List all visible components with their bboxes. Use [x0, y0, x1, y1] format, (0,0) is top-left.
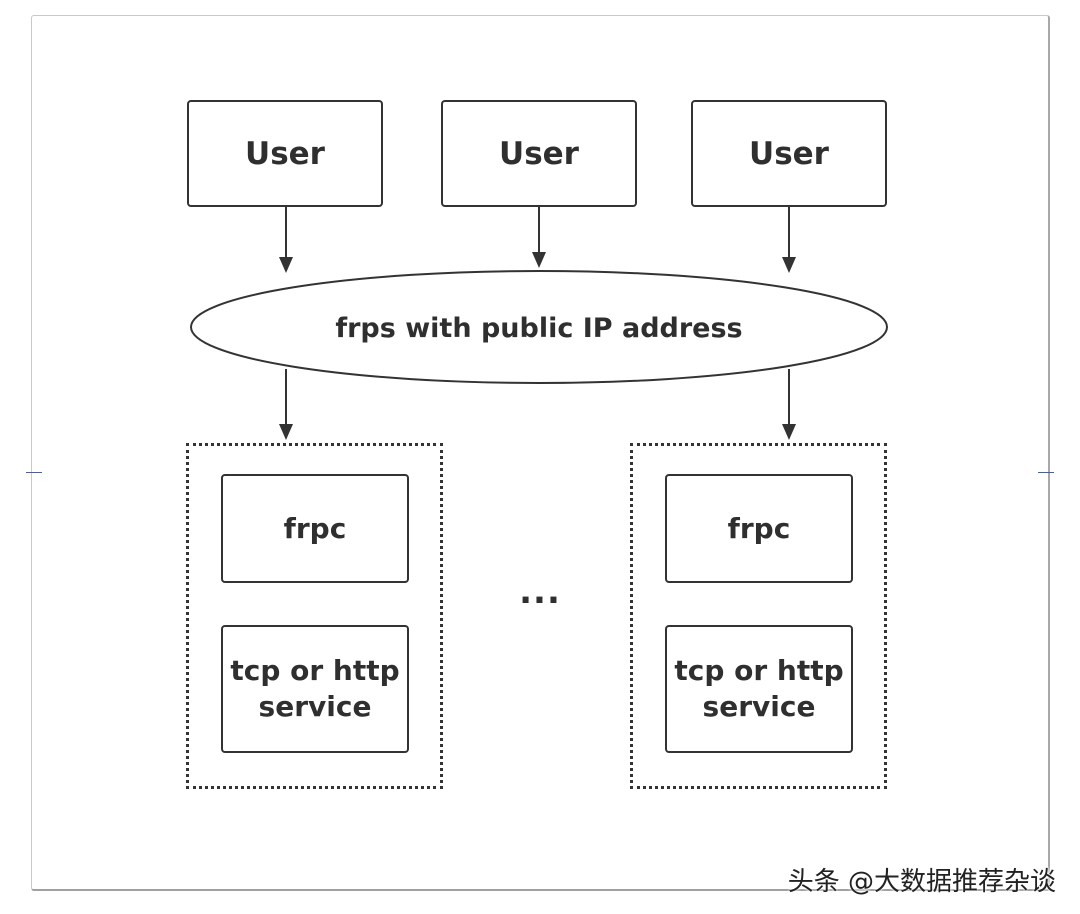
client-group-2	[630, 443, 887, 789]
right-edge-marker	[1038, 472, 1054, 473]
service-box-2: tcp or http service	[665, 625, 853, 753]
frpc-box-1: frpc	[221, 474, 409, 583]
frpc-label-2: frpc	[727, 511, 791, 545]
arrowhead-group2	[782, 424, 796, 440]
user-label-2: User	[499, 135, 579, 172]
user-box-3: User	[691, 100, 887, 207]
user-label-1: User	[245, 135, 325, 172]
arrowhead-user2	[532, 252, 546, 268]
arrowhead-group1	[279, 424, 293, 440]
frpc-box-2: frpc	[665, 474, 853, 583]
service-box-1: tcp or http service	[221, 625, 409, 753]
service-label-1-line1: tcp or http	[230, 654, 400, 687]
user-box-2: User	[441, 100, 637, 207]
more-clients-ellipsis: ...	[519, 572, 561, 612]
user-box-1: User	[187, 100, 383, 207]
client-group-1	[186, 443, 443, 789]
service-label-2-line1: tcp or http	[674, 654, 844, 687]
service-label-2-line2: service	[702, 690, 816, 723]
frpc-label-1: frpc	[283, 511, 347, 545]
arrowhead-user3	[782, 257, 796, 273]
service-label-1-line2: service	[258, 690, 372, 723]
left-edge-marker	[26, 472, 42, 473]
watermark-text: 头条 @大数据推荐杂谈	[787, 867, 1056, 897]
frps-server-ellipse	[190, 270, 888, 384]
frps-server-label: frps with public IP address	[335, 312, 743, 344]
arrowhead-user1	[279, 257, 293, 273]
user-label-3: User	[749, 135, 829, 172]
